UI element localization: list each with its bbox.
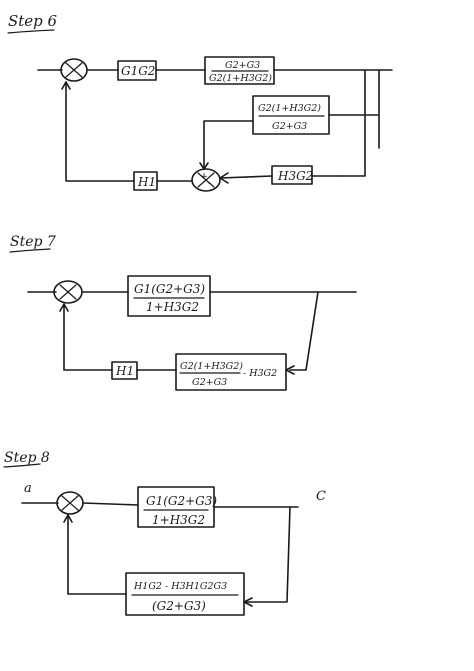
step8-line-to-forward <box>82 502 139 506</box>
step7-summing-junction <box>53 280 83 304</box>
step6-line-block-b-to-sum <box>203 120 254 169</box>
step7-fb-minus: - H3G2 <box>243 368 277 379</box>
step7-feedback-arrow <box>59 303 69 312</box>
step7-feedback-line <box>63 304 113 371</box>
step8-section: Step 8 a C G1(G2+G3) 1+H3G2 H1G2 - H3H1G… <box>3 450 326 616</box>
step8-feedback-line <box>67 515 127 595</box>
step6-heading: Step 6 <box>8 12 58 30</box>
step7-section: Step 7 G1(G2+G3) 1+H3G2 G2(1+H3G2) - H3G… <box>9 234 357 391</box>
step7-block-h1-label: H1 <box>115 364 134 378</box>
step7-heading-underline <box>9 248 51 253</box>
step6-line-right-down <box>339 161 366 177</box>
step8-takeoff-line <box>243 506 291 603</box>
step6-block-h3g2 <box>271 165 313 185</box>
step8-output-label: C <box>316 489 326 504</box>
step7-forward-block <box>127 275 211 317</box>
step8-forward-den: 1+H3G2 <box>152 513 205 527</box>
svg-text:-: - <box>208 178 211 189</box>
step7-forward-den: 1+H3G2 <box>146 300 199 314</box>
step7-takeoff-line <box>289 291 319 371</box>
step6-summing-junction <box>60 58 88 82</box>
step8-fb-arrow <box>243 597 253 607</box>
step7-feedback-block <box>175 353 287 391</box>
step7-fb-arrow <box>285 365 295 375</box>
step6-arrow-h3g2 <box>219 172 229 184</box>
svg-text:+: + <box>200 171 208 182</box>
step6-block-a-num: G2+G3 <box>225 60 260 71</box>
step8-summing-junction <box>56 491 84 515</box>
step6-block-h3g2-label: H3G2 <box>277 169 313 183</box>
step7-fb-num: G2(1+H3G2) <box>180 361 243 372</box>
step8-heading: Step 8 <box>4 450 50 466</box>
step8-input-label: a <box>24 481 32 496</box>
step6-line-h3g2-to-sum <box>219 175 273 179</box>
step8-feedback-arrow <box>63 514 73 523</box>
step8-fb-num: H1G2 - H3H1G2G3 <box>133 581 227 592</box>
step7-fb-den: G2+G3 <box>192 377 227 388</box>
step6-block-b-num: G2(1+H3G2) <box>258 103 321 114</box>
step8-forward-num: G1(G2+G3) <box>146 494 217 508</box>
step6-block-a-den: G2(1+H3G2) <box>209 73 272 84</box>
step6-block-h1-label: H1 <box>137 175 156 189</box>
step7-heading: Step 7 <box>10 234 56 250</box>
step6-block-b-den: G2+G3 <box>272 121 307 132</box>
step6-section: Step 6 G1G2 G2+G3 G2(1+H3G2) G2(1+H3G2) … <box>7 12 393 192</box>
step8-fb-den: (G2+G3) <box>152 599 206 613</box>
step6-feedback-arrow <box>61 81 71 90</box>
step8-heading-underline <box>3 463 41 468</box>
step6-heading-underline <box>7 29 55 34</box>
step6-feedback-line <box>65 81 135 182</box>
step6-block-g1g2-label: G1G2 <box>121 64 155 78</box>
step7-forward-num: G1(G2+G3) <box>134 282 205 296</box>
step6-lower-summing-junction: + - <box>191 168 221 192</box>
